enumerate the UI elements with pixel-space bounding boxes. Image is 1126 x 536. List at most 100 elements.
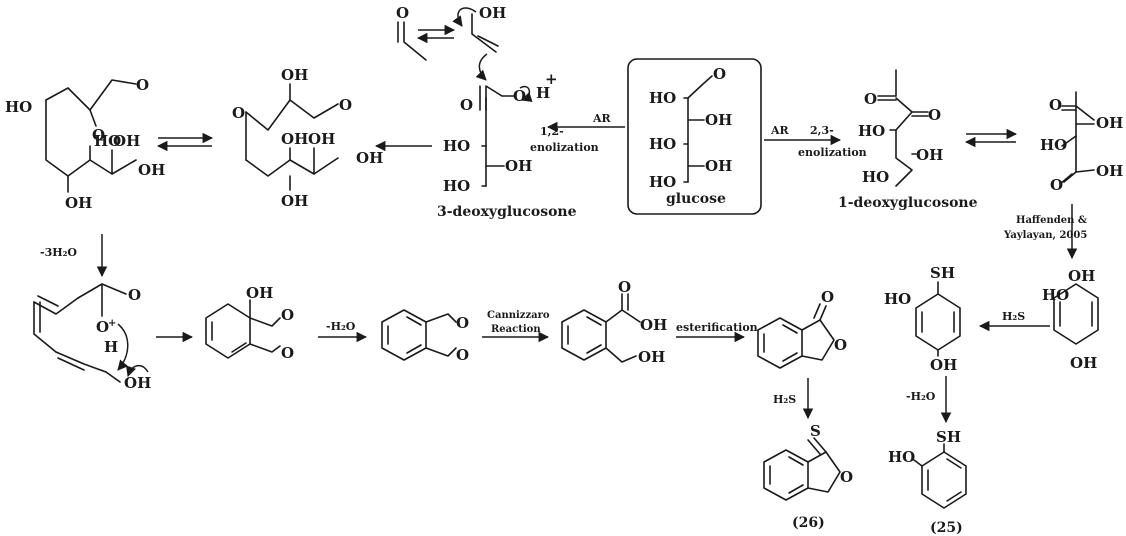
acid-oh: OH bbox=[640, 316, 667, 334]
enediol-o-2: O bbox=[1050, 176, 1063, 194]
dicarbonyl-open-chain: O OH O OH OH OH OH bbox=[232, 66, 383, 210]
acetaldehyde-o: O bbox=[396, 4, 409, 22]
cond-enol23-a: 2,3- bbox=[810, 124, 834, 137]
enediol-ho: HO bbox=[1040, 136, 1067, 154]
thiol-sh: SH bbox=[930, 264, 955, 282]
c25-ho: HO bbox=[888, 448, 915, 466]
phthalide-o-carbonyl: O bbox=[821, 288, 834, 306]
3-deoxyglucosone-structure: O O H + HO OH HO 3-deoxyglucosone bbox=[437, 70, 577, 220]
compound-25: SH HO (25) bbox=[888, 428, 967, 536]
1dg-oh-1: OH bbox=[916, 146, 943, 164]
3dg-o-keto: O bbox=[460, 96, 473, 114]
triene-h: H bbox=[104, 338, 118, 356]
glucose-ho-5: HO bbox=[649, 173, 676, 191]
cond-minus-3h2o: -3H₂O bbox=[40, 246, 77, 259]
cond-esterification: esterification bbox=[676, 321, 758, 334]
enediol-chain: O OH HO OH O bbox=[1040, 91, 1123, 194]
hydroxymethyl-benzoic-acid: O OH OH bbox=[561, 278, 667, 366]
1dg-o-1: O bbox=[864, 90, 877, 108]
cond-ar-right: AR bbox=[770, 124, 790, 137]
triol-oh-top: OH bbox=[1068, 267, 1095, 285]
triene-oplus: O bbox=[96, 318, 109, 336]
cond-enol23-b: enolization bbox=[798, 146, 867, 159]
chd-oh: OH bbox=[246, 284, 273, 302]
triol-ho: HO bbox=[1042, 286, 1069, 304]
enediol-oh-2: OH bbox=[1096, 162, 1123, 180]
acid-o: O bbox=[618, 278, 631, 296]
thiol-cyclohexadiene: SH HO OH bbox=[884, 264, 961, 374]
chain2-oh-d: OH bbox=[356, 149, 383, 167]
chain1-ho-b: HO bbox=[94, 132, 121, 150]
chain2-oh-top: OH bbox=[281, 66, 308, 84]
chd-o-2: O bbox=[281, 344, 294, 362]
3dg-label: 3-deoxyglucosone bbox=[437, 204, 577, 220]
acid-ch2oh: OH bbox=[638, 348, 665, 366]
triol-oh-bottom: OH bbox=[1070, 354, 1097, 372]
cond-enol12-b: enolization bbox=[530, 141, 599, 154]
cond-ar-left: AR bbox=[592, 112, 612, 125]
chain1-o: O bbox=[92, 126, 105, 144]
3dg-plus: + bbox=[545, 70, 558, 88]
chain2-oh-c: OH bbox=[281, 192, 308, 210]
c25-sh: SH bbox=[936, 428, 961, 446]
triene-oxonium: O OH O + H bbox=[33, 283, 151, 392]
chain2-oh-b: OH bbox=[308, 130, 335, 148]
glucose-ho-1: HO bbox=[649, 89, 676, 107]
glucose-oh-2: OH bbox=[705, 111, 732, 129]
chain1-oh-c: OH bbox=[65, 194, 92, 212]
cond-cannizzaro-a: Cannizzaro bbox=[487, 310, 550, 321]
enediol-o-1: O bbox=[1049, 96, 1062, 114]
1-deoxyglucosone-structure: O O HO OH HO 1-deoxyglucosone bbox=[838, 69, 978, 211]
enediol-oh-1: OH bbox=[1096, 114, 1123, 132]
cond-cannizzaro-b: Reaction bbox=[491, 324, 541, 335]
cond-enol12-a: 1,2- bbox=[540, 125, 564, 138]
chd-o-1: O bbox=[281, 306, 294, 324]
3dg-ho-1: HO bbox=[443, 137, 470, 155]
3dg-h: H bbox=[536, 84, 550, 102]
cond-h2s-2: H₂S bbox=[1002, 310, 1025, 323]
vinyl-alcohol-oh: OH bbox=[479, 4, 506, 22]
cond-minus-h2o-1: -H₂O bbox=[326, 320, 356, 333]
1dg-ho-2: HO bbox=[862, 168, 889, 186]
glucose-o: O bbox=[713, 65, 726, 83]
chain2-o-keto: O bbox=[232, 104, 245, 122]
cond-haffenden-a: Haffenden & bbox=[1016, 215, 1087, 226]
3dg-o-aldehyde: O bbox=[513, 87, 526, 105]
chain1-oh-d: OH bbox=[138, 161, 165, 179]
chain2-o-aldehyde: O bbox=[339, 96, 352, 114]
chain1-oh-b: OH bbox=[113, 132, 140, 150]
chain1-ho: HO bbox=[5, 98, 32, 116]
phthalaldehyde: O O bbox=[381, 309, 469, 364]
phthal-o-1: O bbox=[456, 314, 469, 332]
1dg-ho-1: HO bbox=[858, 122, 885, 140]
1dg-label: 1-deoxyglucosone bbox=[838, 195, 978, 211]
phthalide: O O bbox=[757, 288, 847, 369]
acetaldehyde-vinyl-alcohol: O OH bbox=[396, 4, 506, 81]
c26-s: S bbox=[810, 422, 821, 440]
3dg-ho-2: HO bbox=[443, 177, 470, 195]
c26-o: O bbox=[840, 468, 853, 486]
3dg-oh-1: OH bbox=[505, 157, 532, 175]
phthal-o-2: O bbox=[456, 346, 469, 364]
triene-plus: + bbox=[108, 318, 116, 329]
glucose-oh-4: OH bbox=[705, 157, 732, 175]
compound-26: S O (26) bbox=[763, 422, 853, 531]
thiol-ho: HO bbox=[884, 290, 911, 308]
glucose-label: glucose bbox=[666, 191, 726, 207]
cond-haffenden-b: Yaylayan, 2005 bbox=[1003, 230, 1087, 241]
glucose-ho-3: HO bbox=[649, 135, 676, 153]
chain1-o-ald: O bbox=[136, 76, 149, 94]
c25-label: (25) bbox=[930, 520, 963, 536]
glucose-box bbox=[627, 58, 762, 215]
1dg-o-2: O bbox=[928, 106, 941, 124]
chain2-oh-a: OH bbox=[281, 130, 308, 148]
triene-oh: OH bbox=[124, 374, 151, 392]
cyclohexadiene-dialdehyde: OH O O bbox=[205, 284, 294, 362]
phthalide-o-ring: O bbox=[834, 336, 847, 354]
glucose-structure: O HO OH HO OH HO glucose bbox=[627, 58, 762, 215]
triene-o-ald: O bbox=[128, 286, 141, 304]
cyclic-intermediate-chain: HO O O HO OH OH OH bbox=[5, 76, 165, 212]
cond-minus-h2o-2: -H₂O bbox=[906, 390, 936, 403]
